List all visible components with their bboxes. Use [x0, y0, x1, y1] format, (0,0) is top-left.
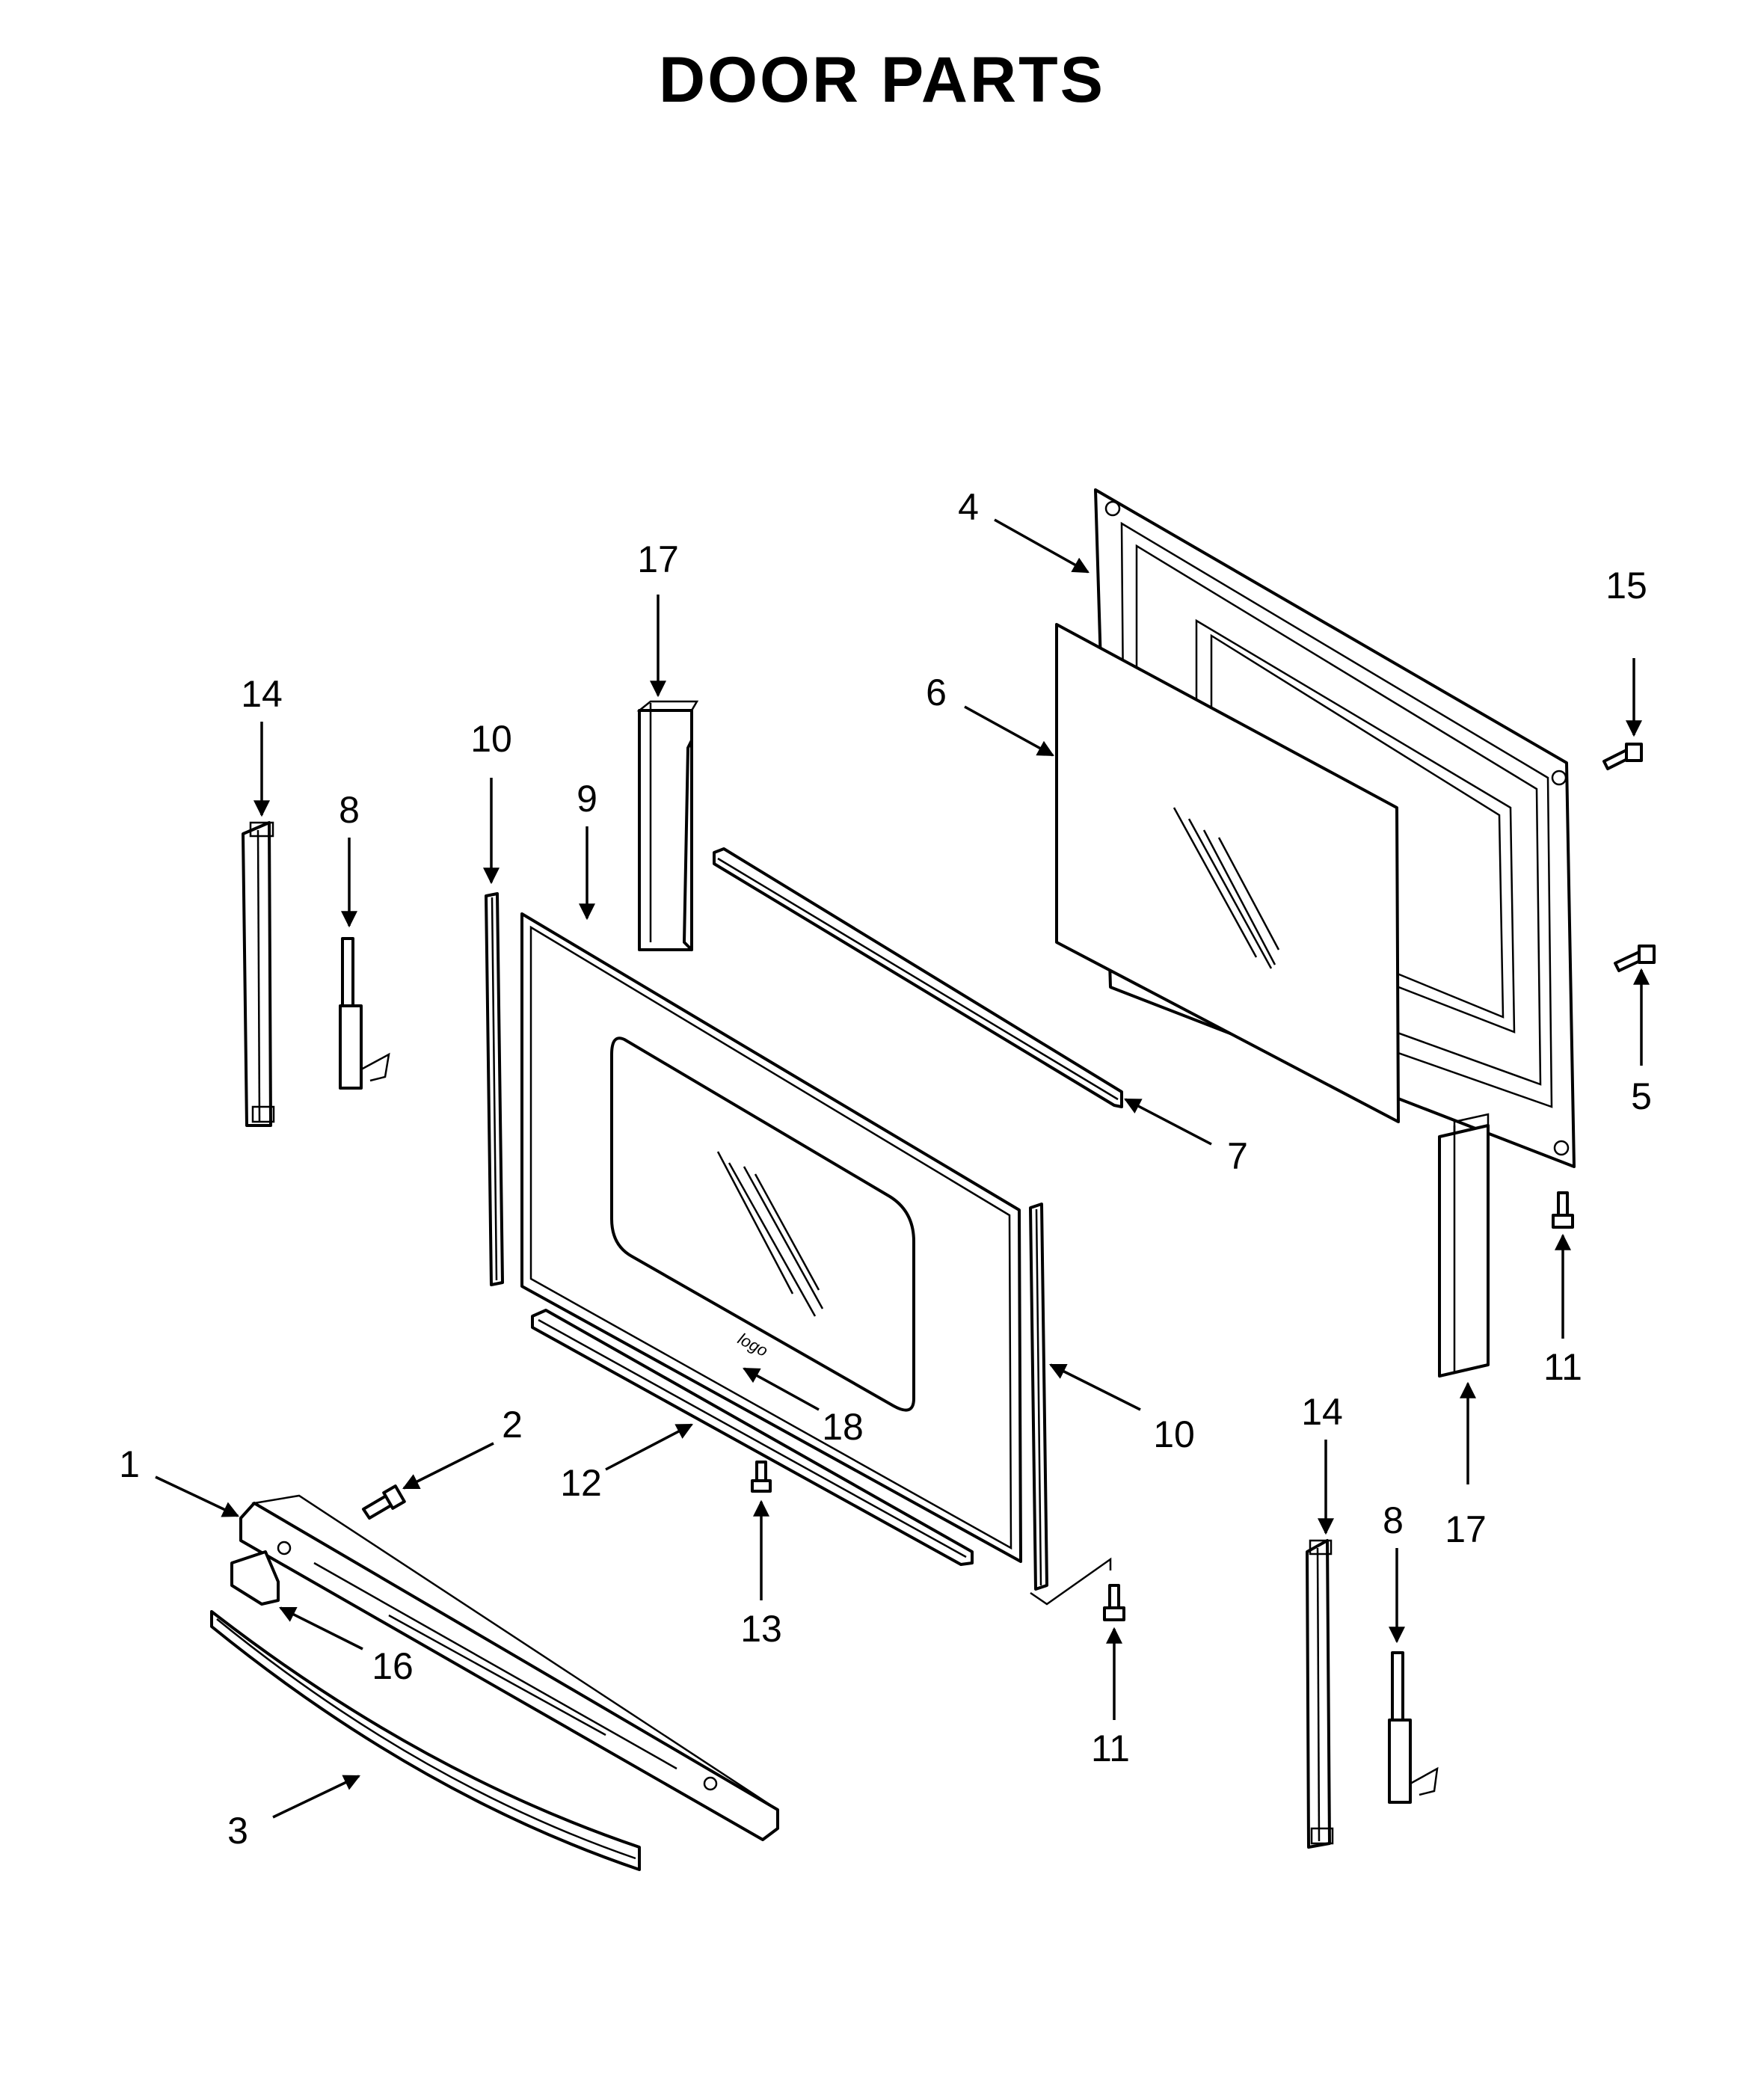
- callout-1: 1: [119, 1443, 140, 1485]
- hinge-receiver-right: [1306, 1539, 1334, 1849]
- callout-10a: 10: [470, 718, 512, 760]
- callout-14a: 14: [241, 673, 283, 715]
- callout-2: 2: [502, 1404, 523, 1446]
- callout-14b: 14: [1301, 1391, 1343, 1433]
- screw-13: [751, 1461, 772, 1493]
- bottom-door-trim: [531, 1309, 974, 1566]
- handle-base-bracket: [239, 1494, 779, 1841]
- door-trim-strip: [713, 847, 1123, 1108]
- door-side-trim-left: [485, 892, 504, 1286]
- callout-12: 12: [560, 1462, 602, 1504]
- callout-8b: 8: [1383, 1499, 1404, 1541]
- hinge-receiver-left: [242, 821, 275, 1127]
- outer-door-panel: logo: [520, 912, 1022, 1563]
- hinge-right: [1388, 1651, 1439, 1804]
- insulation-duct-left: [636, 700, 699, 951]
- callout-7: 7: [1227, 1135, 1248, 1177]
- callout-3: 3: [227, 1810, 248, 1852]
- callout-13: 13: [740, 1608, 782, 1650]
- screw-15: [1602, 743, 1643, 770]
- callout-16: 16: [372, 1645, 414, 1687]
- hinge-left: [339, 937, 390, 1090]
- callout-arrows: [155, 518, 1650, 1819]
- callout-17b: 17: [1445, 1508, 1487, 1550]
- callout-17a: 17: [637, 538, 679, 580]
- callout-8a: 8: [339, 789, 360, 831]
- screw-5: [1614, 945, 1656, 972]
- door-handle: [210, 1610, 641, 1871]
- callout-10b: 10: [1153, 1413, 1195, 1455]
- screw-11-lower: [1103, 1584, 1125, 1621]
- callout-5: 5: [1631, 1075, 1652, 1117]
- callout-11a: 11: [1091, 1728, 1130, 1769]
- insulation-duct-right: [1438, 1113, 1490, 1378]
- callout-9: 9: [577, 778, 597, 820]
- callout-4: 4: [958, 486, 979, 528]
- callout-11b: 11: [1543, 1346, 1582, 1388]
- inner-door-glass: [1055, 623, 1400, 1123]
- callout-15: 15: [1605, 565, 1647, 606]
- door-side-trim-right: [1029, 1203, 1112, 1606]
- callout-6: 6: [926, 672, 947, 713]
- page-title: DOOR PARTS: [659, 44, 1105, 116]
- screw-2: [362, 1484, 406, 1520]
- handle-end-cap: [230, 1550, 280, 1606]
- callout-18: 18: [822, 1406, 864, 1448]
- screw-11-upper: [1552, 1191, 1574, 1229]
